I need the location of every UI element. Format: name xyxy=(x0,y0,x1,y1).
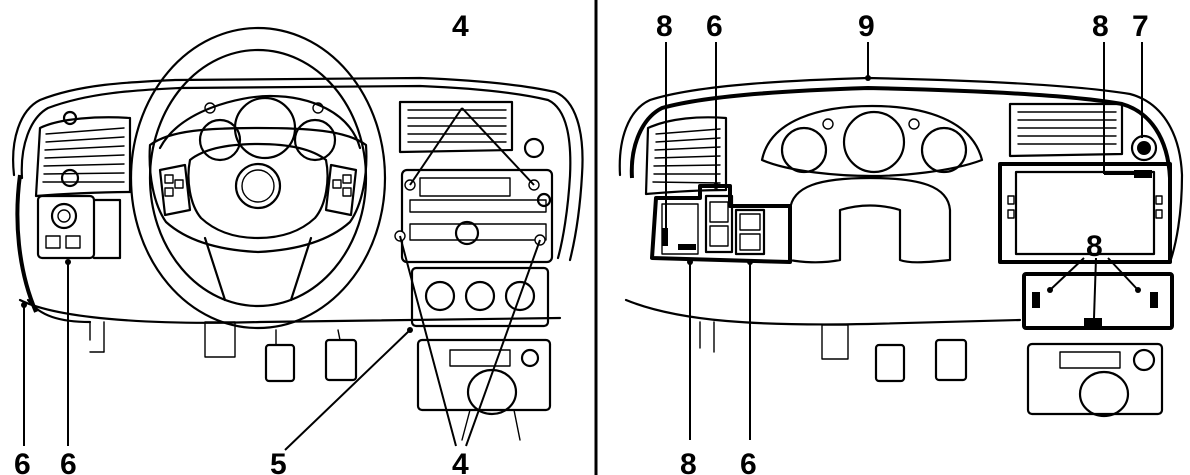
steering-column-shroud xyxy=(788,176,952,264)
right-climate-panel xyxy=(1022,272,1174,330)
clip-marker-bottom-right xyxy=(747,259,753,265)
callout-left-bottom-5: 5 xyxy=(270,448,287,475)
callout-right-top-7: 7 xyxy=(1132,10,1149,43)
callout-left-top-4: 4 xyxy=(452,10,469,43)
fastener-clip-icon xyxy=(1032,292,1040,308)
callout-right-top-8a: 8 xyxy=(656,10,673,43)
fastener-clip-icon xyxy=(662,228,668,246)
fastener-clip-icon xyxy=(1134,170,1152,178)
callout-right-mid-8: 8 xyxy=(1086,230,1103,263)
callout-right-bottom-8: 8 xyxy=(680,448,697,475)
center-air-vent xyxy=(398,100,545,159)
pedal-icon xyxy=(264,329,358,383)
right-gear-console xyxy=(1026,342,1164,418)
callout-left-bottom-6a: 6 xyxy=(14,448,31,475)
clip-marker-bottom-left xyxy=(687,259,693,265)
steering-wheel-icon xyxy=(129,26,387,330)
left-panel: 4 6 6 5 4 xyxy=(12,10,584,475)
clip-marker-console xyxy=(407,327,413,333)
fastener-clip-icon xyxy=(1150,292,1158,308)
callout-right-top-6: 6 xyxy=(706,10,723,43)
left-air-vent xyxy=(34,110,132,198)
right-dashboard-outline xyxy=(618,76,1184,360)
left-side-trim xyxy=(15,174,38,313)
gauge-cluster-icon xyxy=(760,104,984,178)
right-leader-lines xyxy=(665,42,1143,440)
callout-right-bottom-6: 6 xyxy=(740,448,757,475)
fastener-clip-icon xyxy=(1084,318,1102,326)
clip-marker-panel-left xyxy=(1047,287,1053,293)
left-climate-panel xyxy=(410,266,550,328)
callout-right-top-9: 9 xyxy=(858,10,875,43)
callout-left-bottom-4: 4 xyxy=(452,448,469,475)
left-dashboard-outline xyxy=(12,76,584,358)
left-instrument-cluster xyxy=(158,94,362,162)
fastener-clip-icon xyxy=(678,244,696,250)
left-leader-lines xyxy=(23,107,541,451)
right-panel-right-vent xyxy=(1008,102,1158,162)
light-switch-panel xyxy=(36,194,122,260)
gear-lever-icon xyxy=(416,338,552,441)
knob-marker xyxy=(1137,141,1151,155)
right-panel: 8 6 9 8 7 8 8 6 xyxy=(618,10,1184,475)
callout-right-top-8b: 8 xyxy=(1092,10,1109,43)
clip-marker-panel-right xyxy=(1135,287,1141,293)
right-panel-left-vent xyxy=(644,116,728,196)
radio-unit-icon xyxy=(394,168,554,264)
clip-marker-top xyxy=(865,75,871,81)
clip-marker-switch-top xyxy=(713,183,719,189)
callout-left-bottom-6b: 6 xyxy=(60,448,77,475)
display-screen-icon xyxy=(998,162,1172,264)
right-pedals xyxy=(874,338,968,383)
right-left-switch-block xyxy=(650,184,792,264)
clip-marker-switch xyxy=(65,259,71,265)
